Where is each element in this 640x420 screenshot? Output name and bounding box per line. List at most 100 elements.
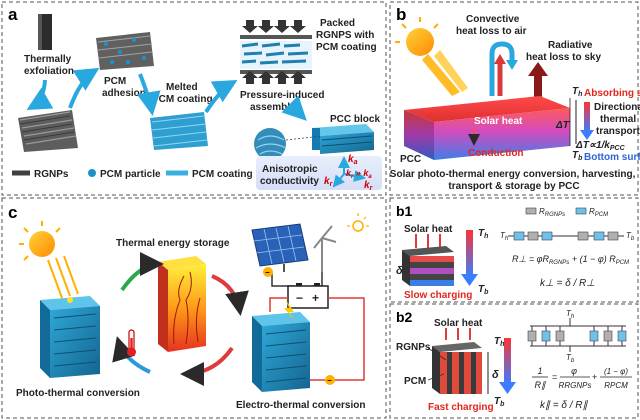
panel-b2-frame (389, 303, 639, 419)
radiative-arrow (528, 62, 548, 98)
wind-turbine-icon (313, 213, 369, 272)
svg-text:Tb: Tb (626, 231, 635, 242)
panel-b2: b2 Solar heat RGNPs PCM δ Fast charging … (389, 303, 639, 419)
b2-tb-label: Tb (494, 396, 505, 408)
lightning-icon (284, 300, 296, 322)
tb-label: Tb (572, 150, 583, 162)
b1-tb-label: Tb (478, 284, 489, 296)
anisotropic-box (256, 156, 382, 190)
panel-a-label: a (8, 5, 18, 24)
cycle-arrow-red-1 (211, 274, 249, 316)
photo-thermal-label: Photo-thermal conversion (16, 388, 140, 399)
svg-text:Th: Th (566, 309, 575, 320)
svg-text:−: − (327, 376, 332, 385)
legend-r-rgnps-swatch (525, 207, 537, 215)
legend-r-rgnps: RRGNPs (539, 207, 565, 218)
b2-pcm-label: PCM (404, 376, 426, 387)
directional-label: Directional thermal transport (594, 102, 640, 137)
svg-text:Tb: Tb (566, 353, 575, 364)
svg-text:φ: φ (571, 366, 577, 376)
b1-temp-arrow (466, 230, 473, 276)
b2-equation-2: k∥ = δ / R∥ (540, 400, 589, 411)
electro-thermal-label: Electro-thermal conversion (236, 400, 365, 411)
convective-label: Convective heat loss to air (456, 14, 527, 37)
b2-vertical-stack (432, 342, 482, 394)
flow-arrow-5 (281, 95, 307, 121)
solar-heat-label: Solar heat (474, 116, 523, 127)
svg-text:R∥: R∥ (535, 380, 547, 390)
battery-icon: − + (287, 283, 329, 309)
svg-text:+: + (592, 372, 597, 382)
axes-icon (332, 156, 366, 188)
svg-text:RPCM: RPCM (604, 381, 628, 390)
panel-b1: b1 Solar heat δ Slow charging Th Tb RRGN… (389, 197, 639, 303)
panel-b2-label: b2 (396, 309, 413, 325)
packed-label: Packed RGNPS with PCM coating (316, 18, 377, 53)
thermometer-icon (127, 329, 136, 357)
panel-a: a Thermally exfoliation PCM adhesion (1, 1, 387, 196)
panel-b: b Convective heat loss to air Radiative … (389, 1, 640, 196)
melted-pcm-coated-rgnps (150, 112, 208, 150)
pcc-label: PCC (400, 154, 421, 165)
pcm-adhesion-label: PCM adhesion (102, 76, 146, 99)
electro-thermal-pcc-block (252, 312, 310, 392)
svg-text:(1 − φ): (1 − φ) (604, 367, 628, 376)
panel-b-caption: Solar photo-thermal energy conversion, h… (390, 169, 638, 192)
legend-r-pcm: RPCM (589, 207, 608, 218)
panel-a-legend: RGNPs PCM particle PCM coating (12, 169, 253, 180)
b1-equation-1: R⊥ = φRRGNPs + (1 − φ) RPCM (512, 254, 629, 266)
convective-loop-arrow (489, 41, 515, 96)
battery-minus: − (296, 291, 303, 305)
bottom-surface-label: Bottom surface (584, 152, 640, 163)
cycle-arrow-red-2 (180, 346, 234, 386)
solar-panel-icon (251, 223, 309, 272)
battery-plus: + (312, 291, 319, 305)
fast-charging-label: Fast charging (428, 402, 494, 413)
sun-icon (395, 17, 439, 56)
ka-label: ka (348, 154, 358, 166)
b2-equation-1: 1 R∥ = φ RRGNPs + (1 − φ) RPCM (532, 366, 632, 390)
melted-pcm-coating-label: Melted PCM coating (152, 82, 213, 105)
svg-text:=: = (552, 372, 557, 382)
series-resistor-circuit: Th Tb (500, 231, 635, 242)
directional-arrow (584, 102, 590, 132)
absorber-side (404, 110, 434, 160)
flow-arrow-4 (204, 80, 238, 114)
legend-rgnps-text: RGNPs (34, 169, 69, 180)
flow-arrow-3 (136, 73, 161, 116)
radiative-label: Radiative heat loss to sky (526, 40, 601, 63)
absorbing-surface-label: Absorbing surface (584, 88, 640, 99)
legend-pcm-particle-swatch (88, 169, 96, 177)
pressure-assembly (240, 20, 312, 84)
thermal-storage-label: Thermal energy storage (116, 238, 230, 249)
b2-solar-heat-label: Solar heat (434, 318, 483, 329)
absorber-top (404, 96, 570, 122)
conduction-label: Conduction (468, 148, 524, 159)
svg-text:RRGNPs: RRGNPs (559, 381, 592, 390)
cycle-arrow-blue (112, 336, 151, 374)
slow-charging-label: Slow charging (404, 290, 472, 301)
b1-layered-stack (402, 246, 454, 286)
b2-rgnps-label: RGNPs (396, 342, 431, 353)
panel-b-label: b (396, 5, 406, 24)
exfoliated-rgnps (18, 110, 78, 152)
kr-gg-ka: kr » ka (346, 168, 372, 180)
absorber-front (434, 108, 570, 160)
svg-text:Th: Th (500, 231, 509, 242)
flow-arrow-2 (68, 67, 100, 109)
kr-label: kr (324, 176, 334, 188)
sun-icon-c (19, 221, 61, 261)
pcc-block-label: PCC block (330, 114, 380, 125)
proportional-label: ΔT∝1/kPCC (575, 140, 626, 152)
flow-arrow-1 (26, 79, 54, 110)
panel-c-label: c (8, 203, 17, 222)
panel-b1-label: b1 (396, 203, 413, 219)
parallel-resistor-circuit: Th Tb (527, 309, 627, 364)
b1-equation-2: k⊥ = δ / R⊥ (540, 278, 595, 289)
svg-text:−: − (265, 268, 270, 277)
pcm-adhesion-rgnps (96, 32, 154, 70)
cycle-arrow-green (120, 252, 164, 292)
b2-temp-arrow (504, 338, 511, 384)
b1-th-label: Th (478, 228, 488, 240)
